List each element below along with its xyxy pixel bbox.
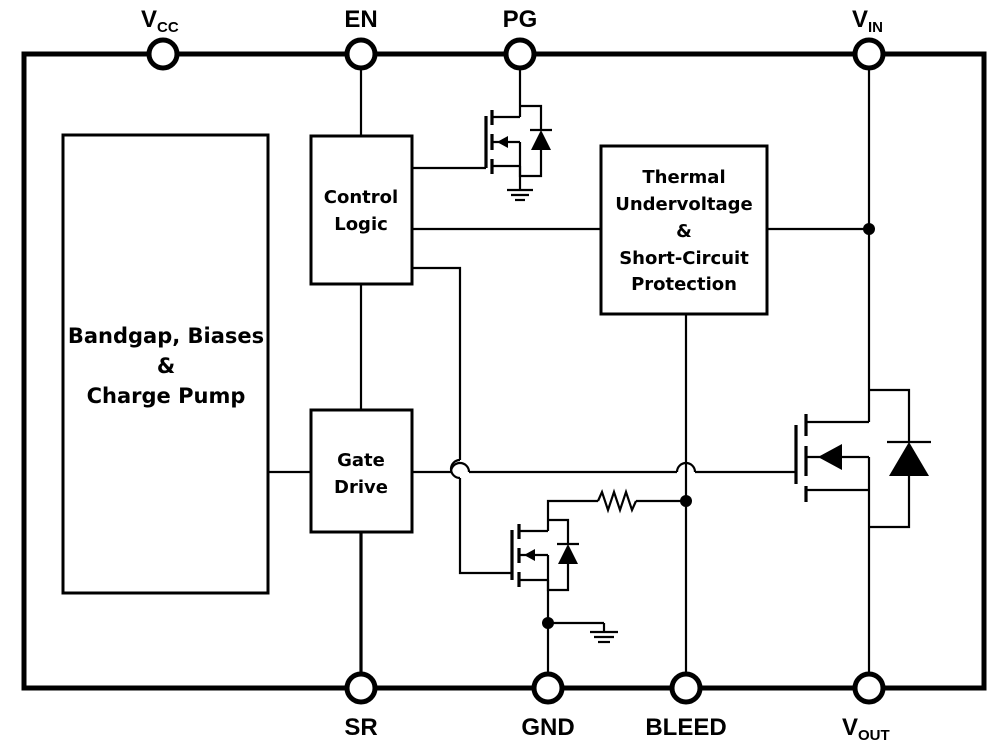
pin-en-label: EN xyxy=(344,6,377,33)
protection-label-2: Undervoltage xyxy=(615,194,753,215)
bandgap-label-3: Charge Pump xyxy=(87,384,246,408)
control-logic-block: Control Logic xyxy=(309,134,414,286)
protection-label-1: Thermal xyxy=(642,167,725,188)
pin-en xyxy=(344,37,378,71)
main-power-mosfet xyxy=(794,388,931,529)
gate-drive-label-2: Drive xyxy=(334,477,388,498)
control-logic-label-1: Control xyxy=(324,187,398,208)
gnd-mosfet xyxy=(510,518,618,644)
bandgap-label-1: Bandgap, Biases xyxy=(68,324,264,348)
pin-vcc xyxy=(146,37,180,71)
pin-vout xyxy=(852,671,886,705)
pg-mosfet xyxy=(484,104,552,202)
wires xyxy=(268,54,871,688)
junction-dot xyxy=(680,495,692,507)
protection-block: Thermal Undervoltage & Short-Circuit Pro… xyxy=(599,144,769,316)
pin-vout-label: VOUT xyxy=(842,714,890,744)
junction-dot xyxy=(542,617,554,629)
gate-drive-block: Gate Drive xyxy=(309,408,414,534)
pin-pg-label: PG xyxy=(503,6,538,33)
bandgap-label-2: & xyxy=(157,354,175,378)
protection-label-4: Short-Circuit xyxy=(619,248,749,269)
pin-vin xyxy=(852,37,886,71)
pin-sr xyxy=(344,671,378,705)
pin-pg xyxy=(503,37,537,71)
bleed-resistor xyxy=(546,488,686,524)
pin-bleed-label: BLEED xyxy=(645,714,726,741)
protection-label-5: Protection xyxy=(631,274,737,295)
bandgap-block: Bandgap, Biases & Charge Pump xyxy=(61,133,270,595)
pin-sr-label: SR xyxy=(344,714,377,741)
pin-gnd-label: GND xyxy=(521,714,574,741)
pin-gnd xyxy=(531,671,565,705)
pin-bleed xyxy=(669,671,703,705)
gate-drive-label-1: Gate xyxy=(337,450,385,471)
pin-vcc-label: VCC xyxy=(141,6,179,36)
pin-vin-label: VIN xyxy=(852,6,883,36)
control-logic-label-2: Logic xyxy=(334,214,388,235)
protection-label-3: & xyxy=(676,221,692,242)
junction-dot xyxy=(863,223,875,235)
